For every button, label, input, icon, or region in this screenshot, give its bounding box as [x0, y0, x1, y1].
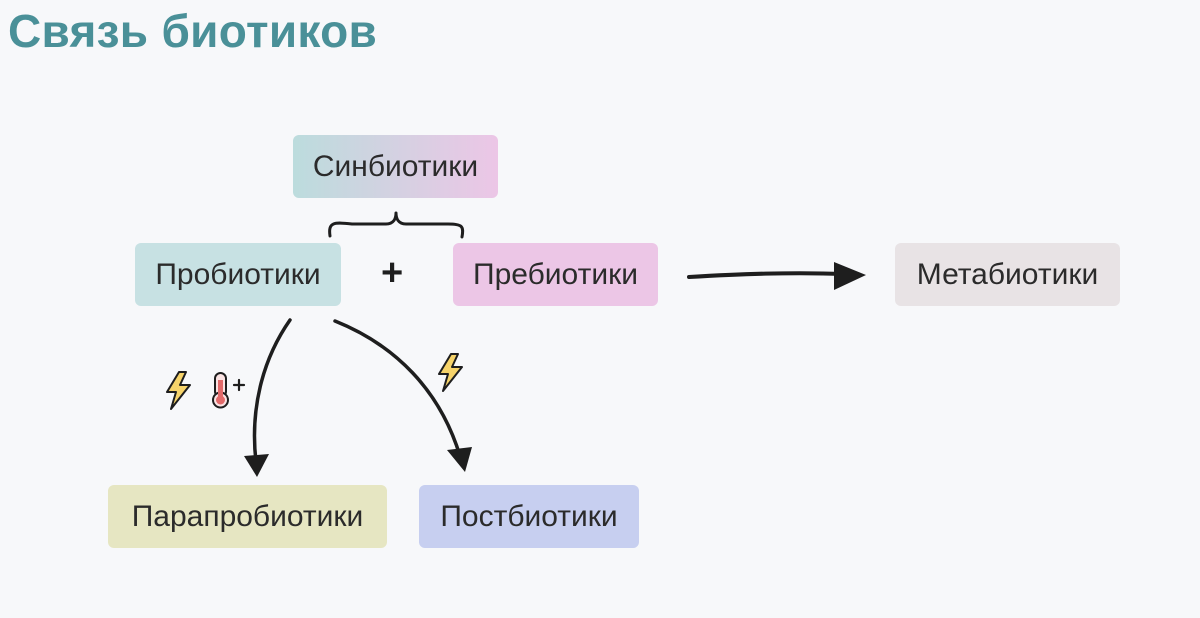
arrowhead-metabiotics: [834, 262, 866, 290]
thermometer-plus-icon: [212, 372, 246, 409]
plus-sign: +: [381, 252, 404, 294]
node-postbiotics-label: Постбиотики: [440, 499, 618, 533]
node-postbiotics: Постбиотики: [419, 485, 639, 548]
node-probiotics: Пробиотики: [135, 243, 341, 306]
node-paraprobiotics-label: Парапробиотики: [131, 499, 364, 533]
node-prebiotics-label: Пребиотики: [473, 257, 638, 291]
lightning-icon: [166, 371, 191, 410]
arrow-to-paraprobiotics: [252, 318, 292, 464]
node-metabiotics-label: Метабиотики: [916, 257, 1099, 291]
brace: [328, 211, 465, 239]
node-metabiotics: Метабиотики: [895, 243, 1120, 306]
lightning-icon: [438, 353, 463, 392]
arrow-to-postbiotics: [333, 319, 462, 458]
arrow-to-metabiotics: [687, 271, 847, 279]
node-synbiotics: Синбиотики: [293, 135, 498, 198]
page-title: Связь биотиков: [8, 5, 378, 57]
node-prebiotics: Пребиотики: [453, 243, 658, 306]
node-paraprobiotics: Парапробиотики: [108, 485, 387, 548]
node-synbiotics-label: Синбиотики: [312, 149, 479, 183]
node-probiotics-label: Пробиотики: [155, 257, 321, 291]
arrowhead-postbiotics: [447, 447, 472, 472]
arrowhead-paraprobiotics: [244, 454, 269, 477]
